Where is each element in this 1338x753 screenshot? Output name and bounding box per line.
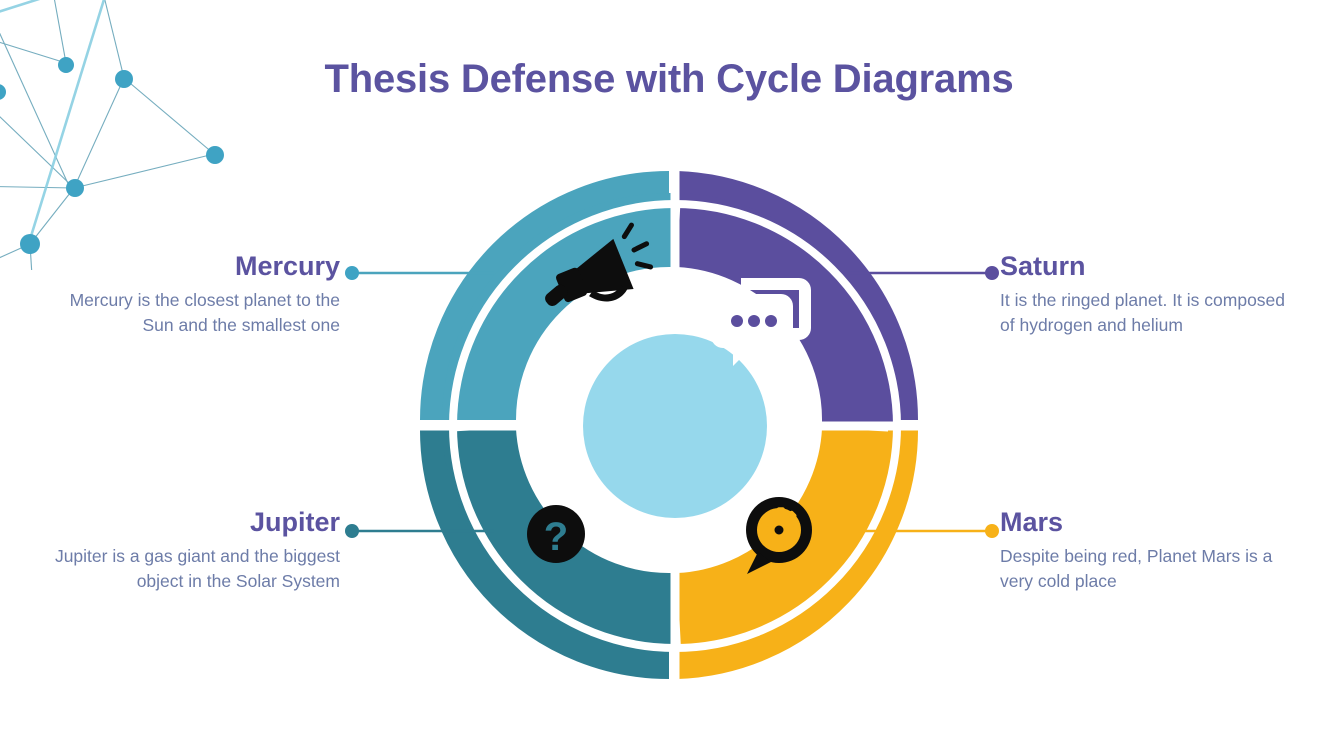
megaphone-icon	[545, 222, 654, 306]
connector-saturn	[850, 258, 1000, 288]
cycle-diagram: ?	[412, 163, 928, 687]
label-mercury-description: Mercury is the closest planet to the Sun…	[69, 289, 340, 336]
network-decoration	[0, 0, 224, 270]
outer-ring	[419, 171, 919, 679]
ring-gap	[449, 200, 901, 652]
chat-bubbles-icon	[711, 278, 811, 366]
label-jupiter: Jupiter Jupiter is a gas giant and the b…	[40, 507, 340, 594]
outer-arc-mercury	[420, 171, 670, 421]
ring-separators	[412, 163, 928, 687]
outer-arc-saturn	[676, 171, 918, 421]
gear-speech-bubble-icon	[746, 497, 812, 574]
inner-arc-mercury	[442, 192, 672, 421]
outer-arc-mars	[676, 427, 919, 679]
label-mars-description: Despite being red, Planet Mars is a very…	[1000, 545, 1273, 592]
label-jupiter-description: Jupiter is a gas giant and the biggest o…	[54, 545, 340, 592]
center-circle	[583, 334, 767, 518]
outer-arc-jupiter	[419, 427, 670, 679]
label-jupiter-title: Jupiter	[249, 507, 340, 537]
label-mercury: Mercury Mercury is the closest planet to…	[40, 251, 340, 338]
label-mars: Mars Despite being red, Planet Mars is a…	[1000, 507, 1300, 594]
connector-mercury	[344, 258, 494, 288]
label-saturn: Saturn It is the ringed planet. It is co…	[1000, 251, 1300, 338]
label-saturn-description: It is the ringed planet. It is composed …	[1000, 289, 1286, 336]
label-mercury-title: Mercury	[234, 251, 340, 281]
svg-text:?: ?	[544, 515, 568, 559]
question-mark-icon: ?	[527, 505, 585, 563]
connector-jupiter	[344, 516, 494, 546]
label-mars-title: Mars	[1000, 507, 1064, 537]
inner-arc-jupiter	[442, 427, 672, 648]
connector-mars	[850, 516, 1000, 546]
page-title: Thesis Defense with Cycle Diagrams	[324, 57, 1014, 101]
inner-arc-mars	[676, 427, 896, 647]
label-saturn-title: Saturn	[1000, 251, 1086, 281]
